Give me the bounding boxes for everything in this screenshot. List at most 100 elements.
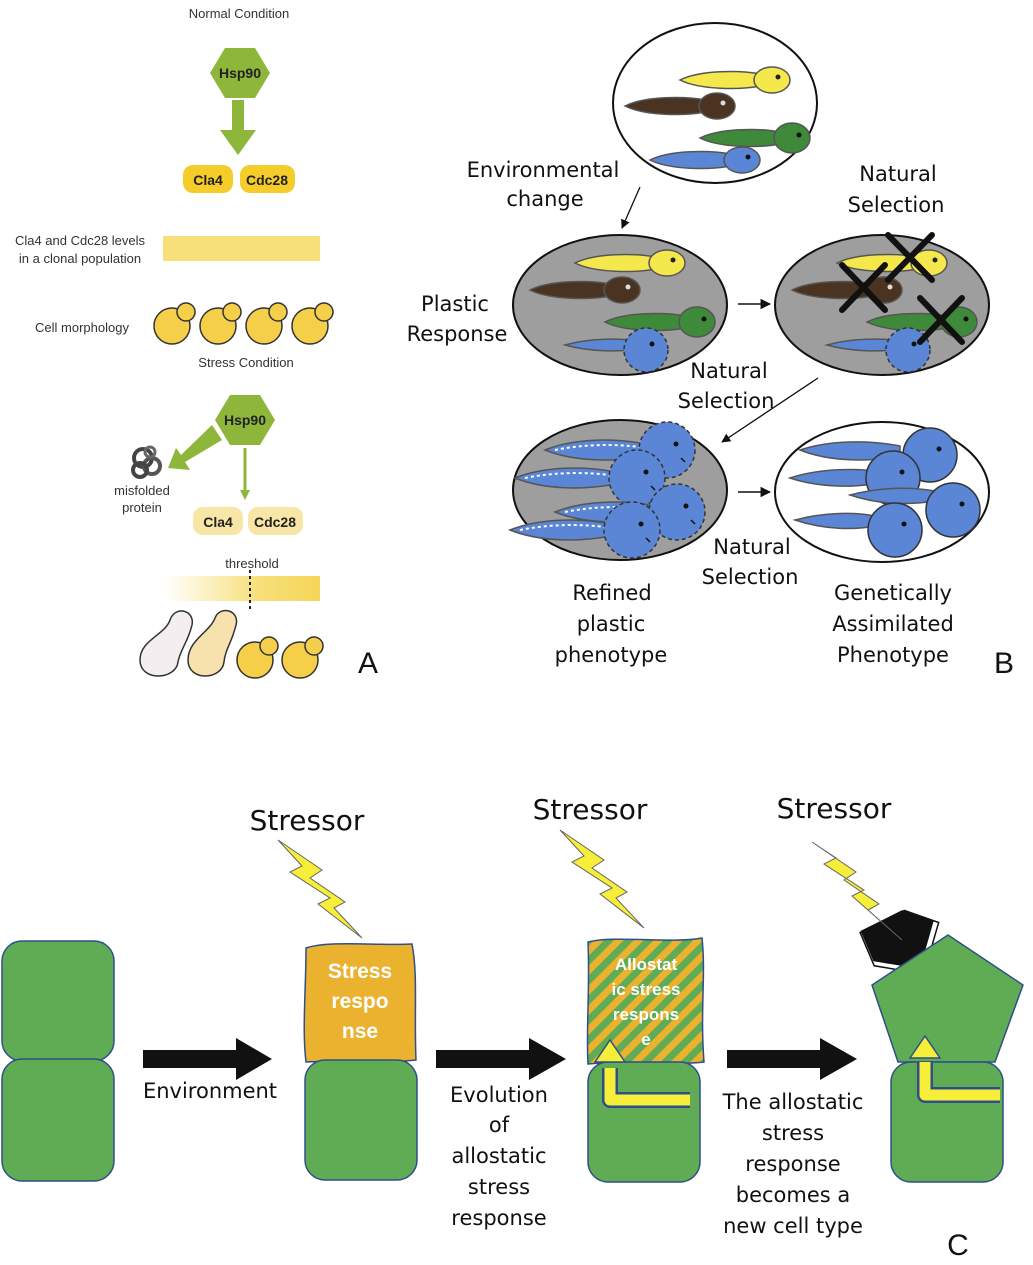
- evolution-line2: of: [489, 1113, 510, 1137]
- panel-c-letter: C: [947, 1229, 969, 1262]
- tadpole-blue-2: [562, 327, 669, 373]
- natural-selection-1-line1: Natural: [859, 162, 936, 186]
- thin-arrow-head-stress: [240, 490, 250, 500]
- stress-response-line2: respo: [331, 990, 388, 1013]
- new-cell-line5: new cell type: [723, 1214, 863, 1238]
- allostatic-response-cell: [586, 937, 705, 1065]
- elongated-cell-1: [139, 610, 193, 677]
- refined-line1: Refined: [572, 581, 651, 605]
- arrow-2-head: [529, 1038, 566, 1080]
- natural-selection-2-line1: Natural: [690, 359, 767, 383]
- arrow-env-change: [621, 186, 641, 229]
- panel-a: Normal Condition Hsp90 Cla4 Cdc28 Cla4 a…: [15, 6, 378, 680]
- genetic-line2: Assimilated: [832, 612, 954, 636]
- threshold-label: threshold: [225, 556, 278, 571]
- lightning-bolt-1: [277, 839, 363, 939]
- panel-b-letter: B: [994, 647, 1014, 680]
- tadpole-blue-assimilated-group: [787, 427, 981, 558]
- stress-response-cell: [303, 942, 417, 1063]
- curved-arrow-2: [919, 1062, 1000, 1101]
- cell-stage1-top: [1, 940, 115, 1062]
- normal-condition-title: Normal Condition: [189, 6, 289, 21]
- cell-morphology-label: Cell morphology: [35, 320, 129, 335]
- cla4-label-normal: Cla4: [193, 172, 223, 188]
- cross-icon-2: [839, 262, 888, 313]
- stressor-label-3: Stressor: [777, 792, 892, 825]
- cross-icon-1: [885, 232, 935, 283]
- natural-selection-3-line1: Natural: [713, 535, 790, 559]
- yeast-cell-4: [291, 302, 334, 345]
- misfolded-label-line1: misfolded: [114, 483, 170, 498]
- hsp90-hexagon-normal: [210, 48, 270, 98]
- panel-b: Environmental change Plastic Response: [407, 22, 1014, 680]
- yeast-cell-2: [199, 302, 242, 345]
- cross-icon-3: [917, 295, 965, 345]
- arrow-1-head: [236, 1038, 272, 1080]
- new-cell-line3: response: [745, 1152, 840, 1176]
- cell-stage4-bottom: [890, 1061, 1004, 1183]
- plastic-response-line1: Plastic: [421, 292, 489, 316]
- cell-stage2-bottom: [304, 1059, 418, 1181]
- new-cell-line4: becomes a: [736, 1183, 851, 1207]
- arrow-3-shaft: [727, 1050, 822, 1068]
- yeast-cell-1: [153, 302, 196, 345]
- new-cell-line2: stress: [762, 1121, 824, 1145]
- natural-selection-2-line2: Selection: [678, 389, 775, 413]
- refined-line3: phenotype: [555, 643, 668, 667]
- lightning-bolt-2: [559, 829, 645, 929]
- hsp90-label-stress: Hsp90: [224, 412, 266, 428]
- misfolded-protein-icon: [131, 445, 162, 479]
- arrow-1-shaft: [143, 1050, 238, 1068]
- environment-label: Environment: [143, 1079, 277, 1103]
- evolution-line4: stress: [468, 1175, 530, 1199]
- refined-line2: plastic: [577, 612, 646, 636]
- genetic-line3: Phenotype: [837, 643, 949, 667]
- misfolded-label-line2: protein: [122, 500, 162, 515]
- stressor-label-2: Stressor: [533, 793, 648, 826]
- stress-response-line1: Stress: [328, 960, 392, 983]
- genetic-line1: Genetically: [834, 581, 952, 605]
- allostatic-line3: respons: [613, 1005, 679, 1024]
- yeast-cell-5: [236, 636, 279, 679]
- arrow-shaft-normal: [232, 100, 244, 130]
- environmental-change-line1: Environmental: [467, 158, 620, 182]
- curved-arrow-1: [604, 1068, 690, 1106]
- plastic-response-line2: Response: [407, 322, 508, 346]
- panel-c: Environment Stressor Stress respo nse Ev…: [1, 792, 1024, 1262]
- evolution-line3: allostatic: [451, 1144, 546, 1168]
- cdc28-label-normal: Cdc28: [246, 172, 288, 188]
- cla4-label-stress: Cla4: [203, 514, 233, 530]
- stress-condition-title: Stress Condition: [198, 355, 293, 370]
- allostatic-line4: e: [641, 1030, 650, 1049]
- yeast-cell-3: [245, 302, 288, 345]
- curved-arrow-head-2: [908, 1034, 942, 1059]
- arrow-2-shaft: [436, 1050, 531, 1068]
- curved-arrow-head-1: [593, 1038, 627, 1063]
- natural-selection-3-line2: Selection: [702, 565, 799, 589]
- evolution-line1: Evolution: [450, 1083, 548, 1107]
- levels-bar-stress: [165, 576, 320, 601]
- allostatic-line2: ic stress: [612, 980, 681, 999]
- levels-bar-normal: [163, 236, 320, 261]
- panel-a-letter: A: [358, 647, 378, 680]
- arrow-head-normal: [220, 130, 256, 155]
- arrow-to-misfolded: [168, 425, 222, 470]
- lightning-bolt-3: [811, 841, 903, 941]
- cdc28-box-stress: [248, 507, 303, 535]
- cdc28-box-normal: [240, 165, 295, 193]
- stressor-label-1: Stressor: [250, 804, 365, 837]
- stress-response-line3: nse: [342, 1020, 378, 1043]
- arrow-to-refined: [721, 377, 819, 443]
- natural-selection-1-line2: Selection: [848, 193, 945, 217]
- yeast-cell-6: [281, 636, 324, 679]
- levels-label-line1: Cla4 and Cdc28 levels: [15, 233, 146, 248]
- new-cell-line1: The allostatic: [722, 1090, 864, 1114]
- cdc28-label-stress: Cdc28: [254, 514, 296, 530]
- hsp90-hexagon-stress: [215, 395, 275, 445]
- cell-stage1-bottom: [1, 1058, 115, 1182]
- levels-label-line2: in a clonal population: [19, 251, 141, 266]
- cla4-box-normal: [183, 165, 233, 193]
- allostatic-line1: Allostat: [615, 955, 678, 974]
- cla4-box-stress: [193, 507, 243, 535]
